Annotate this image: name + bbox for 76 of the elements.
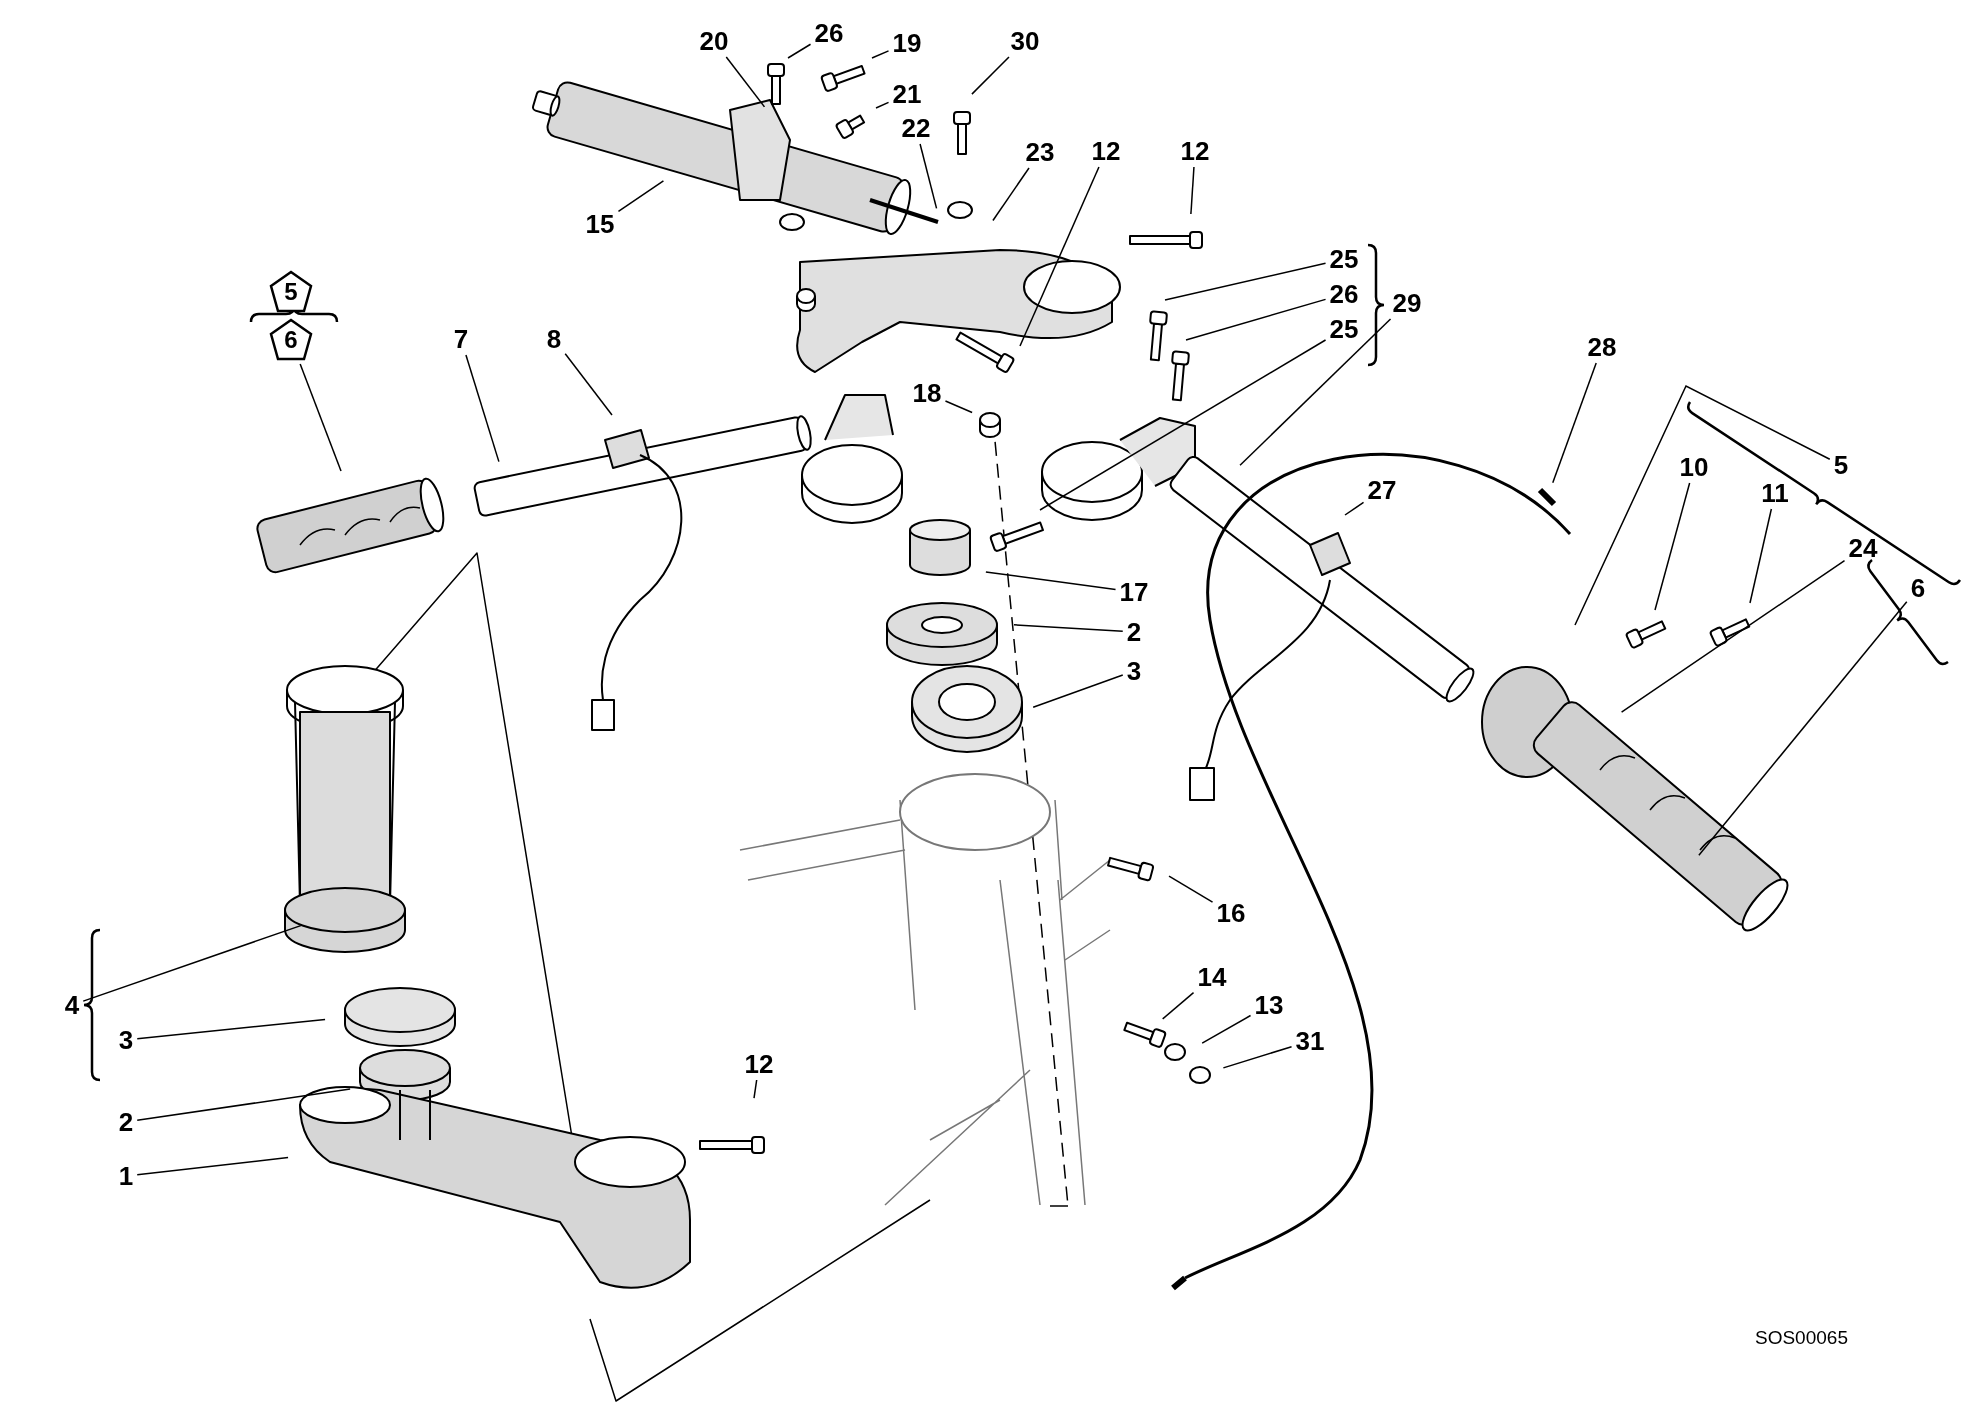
leader-line [564,352,613,416]
leader-line [82,924,302,1002]
leader-line [1654,482,1691,611]
leader-line [944,400,973,414]
callout-number: 11 [1759,479,1791,507]
leader-line [1749,508,1773,604]
callout-number: 28 [1585,333,1619,361]
callout-number: 12 [1089,137,1123,165]
leader-line [1620,559,1846,713]
leader-line [875,101,890,109]
pentagon-callout: 5 [269,270,313,314]
leader-line [136,1156,289,1176]
leader-line [1698,600,1908,856]
leader-line [1344,501,1365,516]
leader-line [1222,1045,1293,1069]
callout-number: 3 [1124,657,1144,685]
leader-line [1201,1014,1252,1044]
callout-number: 27 [1365,476,1399,504]
callout-number: 31 [1293,1027,1327,1055]
leader-line [1168,875,1214,903]
callout-number: 30 [1008,27,1042,55]
leader-line [971,56,1010,95]
leader-line [725,56,766,108]
leader-line [1185,298,1327,341]
callout-number: 23 [1023,138,1057,166]
leader-line [919,143,938,210]
leader-line [1552,362,1597,484]
callout-number: 10 [1677,453,1711,481]
callout-number: 17 [1117,578,1151,606]
callout-number: 7 [451,325,471,353]
drawing-code: SOS00065 [1755,1327,1848,1349]
leader-line [1190,166,1195,215]
callout-number: 4 [62,991,82,1019]
callout-number: 5 [1831,451,1851,479]
callout-number: 2 [116,1108,136,1136]
callout-number: 12 [742,1050,776,1078]
callout-number: 25 [1327,245,1361,273]
leader-line [136,1018,326,1040]
leader-line [1013,624,1124,633]
callout-number: 24 [1846,534,1880,562]
leader-line [1164,262,1327,301]
leader-line [465,354,500,463]
leader-line [1161,991,1195,1020]
leader-line [136,1088,351,1122]
callout-number: 2 [1124,618,1144,646]
callout-number: 18 [910,379,944,407]
leader-line [1019,166,1100,347]
callout-number: 29 [1390,289,1424,317]
pentagon-callout: 6 [269,318,313,362]
callout-number: 22 [899,114,933,142]
callout-number: 13 [1252,991,1286,1019]
callout-number: 1 [116,1162,136,1190]
leader-line [753,1079,758,1099]
callout-number: 8 [544,325,564,353]
callout-number: 6 [1908,574,1928,602]
callout-number: 14 [1195,963,1229,991]
callout-number: 3 [116,1026,136,1054]
callout-number: 12 [1178,137,1212,165]
callout-number: 25 [1327,315,1361,343]
callout-number: 20 [697,27,731,55]
leader-line [1032,674,1124,708]
leader-line [787,43,812,59]
callout-number: 19 [890,29,924,57]
callout-number: 15 [583,210,617,238]
leader-line [871,50,890,59]
leader-line [985,571,1117,591]
callout-number: 21 [890,80,924,108]
leader-line [299,363,342,472]
callout-number: 26 [812,19,846,47]
leader-line [1574,384,1831,626]
leader-line [1039,339,1327,511]
leader-line [1239,318,1392,466]
leader-line [617,180,665,213]
callout-number: 26 [1327,280,1361,308]
leader-line [992,167,1030,222]
callout-number: 16 [1214,899,1248,927]
